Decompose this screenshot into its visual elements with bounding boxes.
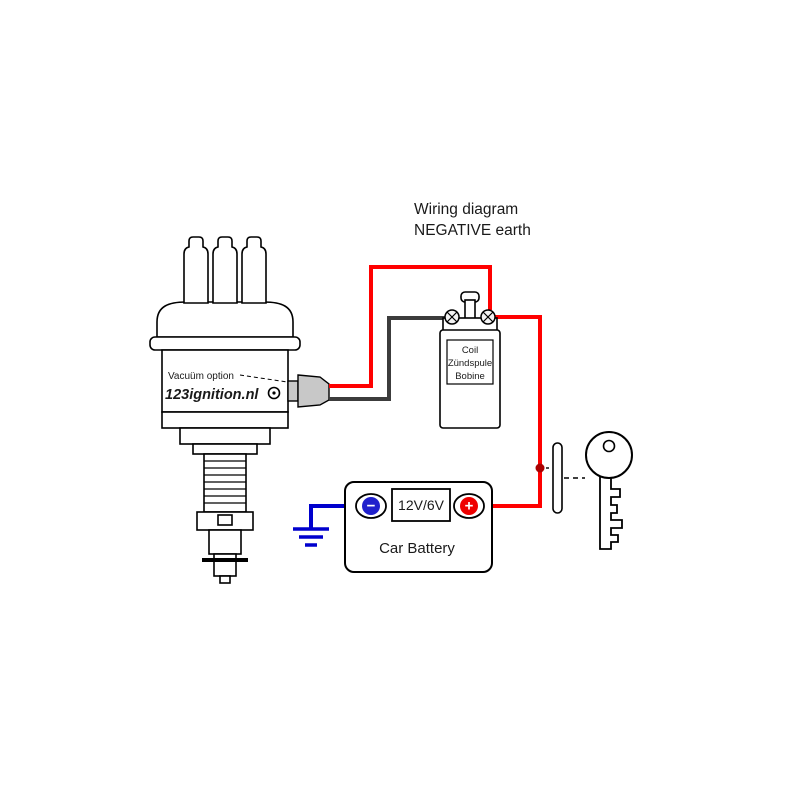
vacuum-option-label: Vacuüm option [168,371,234,382]
ground-wire-group [293,504,360,547]
battery-name-label: Car Battery [379,540,455,557]
distributor-shaft-ribs [204,460,246,504]
distributor-step [192,443,258,455]
distributor-cap-tower-center [212,236,238,304]
vacuum-option-leader-line [239,374,295,384]
distributor-cap-tower-right [241,236,267,304]
battery-negative-post [362,497,380,515]
black-wire-distributor-to-coil [329,316,448,401]
key-blade [599,476,623,550]
battery-terminal-positive: + [453,493,485,519]
car-battery: 12V/6V Car Battery − + [344,481,493,573]
battery-negative-symbol: − [367,498,376,515]
coil-label-line-2: Zündspule [448,358,492,369]
title-line-2: NEGATIVE earth [414,222,531,239]
distributor-body-band [161,411,289,429]
coil-label-line-3: Bobine [455,371,485,382]
distributor-drive-dog [213,553,237,577]
key-head [585,431,633,479]
battery-voltage-label: 12V/6V [398,497,445,513]
distributor-cap-dome [156,301,294,338]
coil-terminal-negative [444,309,460,325]
battery-positive-symbol: + [465,498,474,515]
battery-voltage-box [391,488,451,522]
coil-body [439,329,501,429]
switch-plate [552,442,563,514]
distributor-cap-rim [149,336,301,351]
distributor-body [161,349,289,413]
coil-label-line-1: Coil [462,345,478,356]
title-block: Wiring diagram NEGATIVE earth [414,201,531,239]
distributor-cap-tower-left [183,236,209,304]
ignition-coil: Coil Zündspule Bobine [439,291,501,429]
distributor-neck [179,427,271,445]
red-wire-distributor-to-coil [329,265,492,388]
key-hole [602,439,616,453]
battery-positive-post [460,497,478,515]
blue-wire-battery-to-ground [309,504,360,529]
coil-label-box [446,339,494,385]
title-line-1: Wiring diagram [414,201,518,218]
ignition-key [585,431,633,550]
connector-step [287,380,299,402]
distributor-screw-dot [272,391,276,395]
distributor-clamp-bolt [217,514,233,526]
distributor-drive-tang [219,575,231,584]
distributor: Vacuüm option 123ignition.nl [149,236,330,584]
battery-terminal-negative: − [355,493,387,519]
wiring-connector [297,374,330,408]
switch-terminal-dot [535,463,545,473]
coil-tower [464,299,476,321]
ground-symbol [293,527,329,547]
distributor-shaft [203,453,247,513]
coil-terminal-positive [480,309,496,325]
brand-label: 123ignition.nl [165,387,259,403]
distributor-lower-shaft [208,529,242,555]
red-wire-coil-to-battery [480,315,542,508]
ignition-switch [535,431,633,550]
